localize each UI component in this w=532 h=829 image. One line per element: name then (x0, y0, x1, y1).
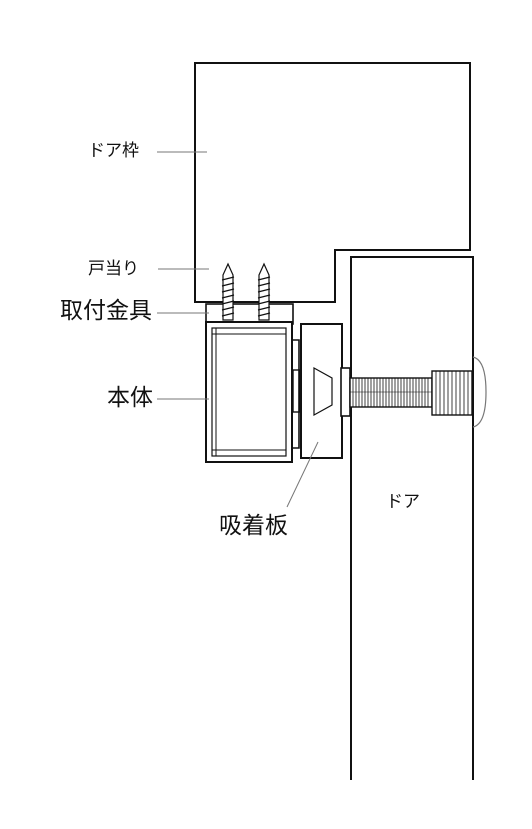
screw-left (221, 262, 235, 321)
bolt-shape (349, 356, 487, 428)
label-magnetic-plate: 吸着板 (219, 513, 288, 539)
label-door: ドア (386, 492, 420, 512)
label-body: 本体 (107, 385, 153, 411)
screw-right (257, 262, 271, 321)
leader-magnetic-plate (286, 441, 319, 508)
screw-shapes (221, 262, 271, 321)
label-mounting-bracket: 取付金具 (60, 298, 152, 324)
label-door-frame: ドア枠 (88, 141, 139, 161)
leader-lines (157, 151, 319, 508)
magnetic-plate-shape (300, 323, 351, 459)
door-frame-shape (194, 62, 471, 303)
catch-body-shape (205, 321, 301, 463)
label-door-stop: 戸当り (88, 259, 139, 279)
door-shape (350, 256, 474, 780)
